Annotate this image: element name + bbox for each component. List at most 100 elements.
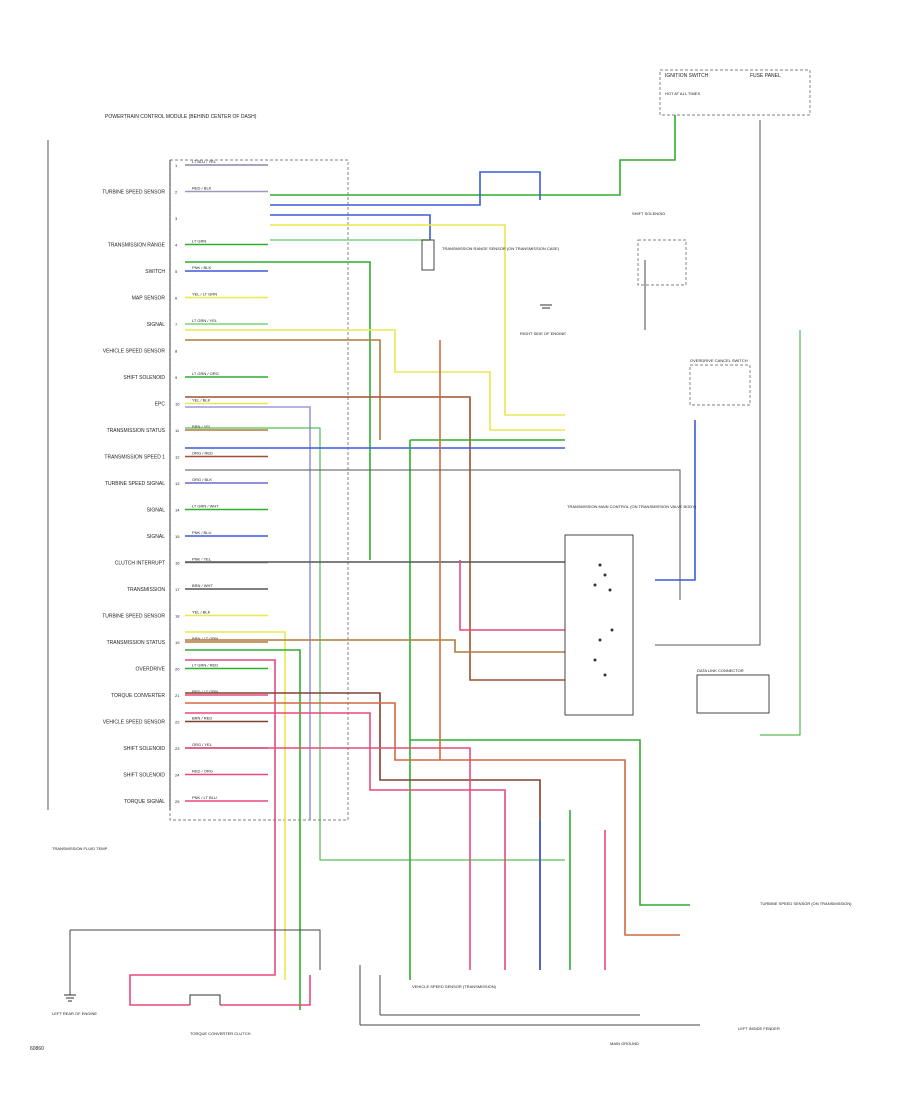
pcm-pin-label: TRANSMISSION <box>127 587 165 593</box>
pcm-pin-label: TRANSMISSION STATUS <box>107 428 166 434</box>
data-link-label: DATA LINK CONNECTOR <box>697 668 744 673</box>
pcm-wire-color-label: LT GRN / ORG <box>192 371 219 376</box>
pcm-pin-label: MAP SENSOR <box>132 296 166 302</box>
wire-run-brn-3 <box>185 639 565 653</box>
transmission-bottom-block: VEHICLE SPEED SENSOR (TRANSMISSION) MAIN… <box>359 965 700 1046</box>
left-inside-fender-label: LEFT INSIDE FENDER <box>738 1026 780 1031</box>
wire-run-grn-4 <box>185 427 565 861</box>
fuse-panel-group: IGNITION SWITCH FUSE PANEL HOT AT ALL TI… <box>632 69 811 330</box>
wire-run-grn-8 <box>760 330 801 736</box>
fluid-temp-label: TRANSMISSION FLUID TEMP <box>52 846 108 851</box>
pcm-wire-color-label: LT GRN / WHT <box>192 504 219 509</box>
pcm-pin-label: SHIFT SOLENOID <box>123 375 165 381</box>
pcm-pin-row: SHIFT SOLENOID 9 LT GRN / ORG <box>123 371 268 381</box>
data-link-connector: DATA LINK CONNECTOR <box>696 668 770 714</box>
pcm-wire-color-label: PNK / LT BLU <box>192 795 217 800</box>
turbine-speed-label: TURBINE SPEED SENSOR (ON TRANSMISSION) <box>760 901 852 906</box>
pcm-pin-number: 9 <box>175 375 178 380</box>
pcm-pin-label: TRANSMISSION STATUS <box>107 640 166 646</box>
pcm-pin-label: TURBINE SPEED SENSOR <box>102 614 165 620</box>
pcm-wire-color-label: LT GRN <box>192 239 206 244</box>
pcm-wire-color-label: BRN / LT GRN <box>192 636 218 641</box>
wire-run-grn-6 <box>185 649 301 1010</box>
pcm-wire-color-label: RED / LT GRN <box>192 689 218 694</box>
pcm-pin-row: 3 <box>175 216 178 221</box>
pcm-pin-number: 17 <box>175 587 180 592</box>
pcm-pin-number: 20 <box>175 667 180 672</box>
wire-run-dark-2 <box>655 120 761 646</box>
pcm-pin-number: 23 <box>175 746 180 751</box>
pcm-pin-row: TRANSMISSION STATUS 11 BRN / YEL <box>107 424 268 434</box>
wire-run-red-1 <box>129 659 276 1000</box>
fuse-panel-label: FUSE PANEL <box>750 73 781 79</box>
pcm-title: POWERTRAIN CONTROL MODULE (BEHIND CENTER… <box>105 114 257 120</box>
wire-run-gray-1 <box>70 929 321 970</box>
pcm-pin-number: 6 <box>175 296 178 301</box>
pcm-pin-row: TORQUE SIGNAL 25 PNK / LT BLU <box>124 795 268 805</box>
wire-run-brn-2 <box>185 396 565 681</box>
pcm-wire-color-label: YEL / LT GRN <box>192 292 217 297</box>
wire-run-yel-3 <box>185 631 286 980</box>
wire-run-red-3 <box>185 747 471 970</box>
pcm-pin-number: 16 <box>175 561 180 566</box>
tcc-label: TORQUE CONVERTER CLUTCH <box>190 1031 251 1036</box>
pcm-pin-number: 25 <box>175 799 180 804</box>
pcm-wire-color-label: ORG / YEL <box>192 742 213 747</box>
pcm-pin-label: SIGNAL <box>147 322 166 328</box>
wire-run-blue-2 <box>270 214 431 240</box>
pcm-wire-color-label: RED / BLK <box>192 186 212 191</box>
wire-run-blue-1 <box>270 171 541 206</box>
pcm-wire-color-label: ORG / RED <box>192 451 213 456</box>
pcm-pin-number: 22 <box>175 720 180 725</box>
wire-run-pink-2 <box>459 560 565 631</box>
hot-run-label: HOT AT ALL TIMES <box>665 91 700 96</box>
torque-converter-clutch: TORQUE CONVERTER CLUTCH TRANSMISSION FLU… <box>52 846 311 1036</box>
pcm-pin-number: 5 <box>175 269 178 274</box>
pcm-pin-label: OVERDRIVE <box>136 667 166 673</box>
wire-run-org-1 <box>185 702 680 936</box>
transmission-range-sensor: TRANSMISSION RANGE SENSOR (ON TRANSMISSI… <box>421 239 560 271</box>
wire-run-brn-1 <box>185 339 381 440</box>
pcm-pin-number: 3 <box>175 216 178 221</box>
pcm-pin-number: 11 <box>175 428 180 433</box>
wire-runs <box>69 115 801 1010</box>
right-side-labels: LEFT INSIDE FENDER TURBINE SPEED SENSOR … <box>520 331 852 1031</box>
pcm-wire-color-label: BRN / YEL <box>192 424 212 429</box>
pcm-wire-color-label: RED / ORG <box>192 769 213 774</box>
pcm-pin-row: 1LT BLU / YEL <box>175 159 268 168</box>
pcm-pin-number: 14 <box>175 508 180 513</box>
wire-run-ltgrn-1 <box>270 115 676 196</box>
wire-run-lavender <box>185 406 311 820</box>
wire-run-red-2 <box>185 712 506 970</box>
overdrive-switch: OVERDRIVE CANCEL SWITCH <box>689 358 751 406</box>
pcm-pin-number: 4 <box>175 243 178 248</box>
pcm-wire-color-label: ORG / BLK <box>192 477 212 482</box>
pcm-wire-color-label: LT GRN / YEL <box>192 318 218 323</box>
pcm-pin-label: TRANSMISSION SPEED 1 <box>104 455 165 461</box>
pcm-wire-color-label: PNK / BLU <box>192 530 211 535</box>
wire-run-brn-4 <box>185 692 541 970</box>
footer-code: 60860 <box>30 1046 44 1052</box>
pcm-pin-number: 13 <box>175 481 180 486</box>
pcm-pin-number: 8 <box>175 349 178 354</box>
wire-run-grn-7 <box>410 739 690 906</box>
pcm-pin-label: TORQUE SIGNAL <box>124 799 165 805</box>
pcm-pin-number: 18 <box>175 614 180 619</box>
shift-solenoid-label: SHIFT SOLENOID <box>632 211 665 216</box>
wire-run-yel-2 <box>185 329 565 431</box>
